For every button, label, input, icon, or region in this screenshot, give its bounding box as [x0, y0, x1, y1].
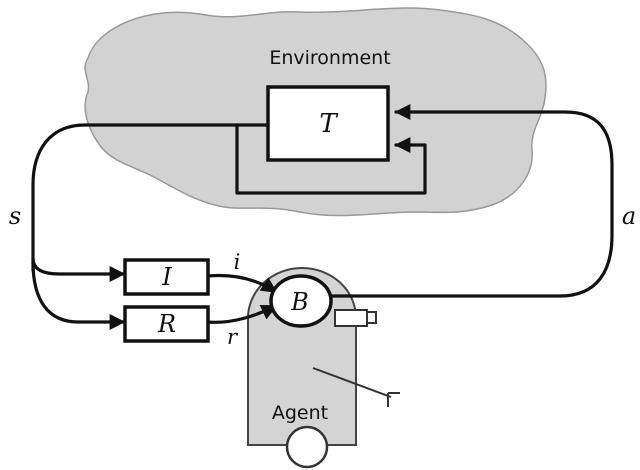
antenna-icon	[312, 367, 400, 407]
action-label: a	[622, 202, 636, 230]
agent-label: Agent	[272, 402, 328, 424]
state-wire	[31, 123, 270, 272]
reward-box	[123, 305, 210, 343]
reward-label: R	[157, 310, 176, 338]
belief-label: B	[290, 288, 309, 316]
observation-arrow	[206, 273, 278, 294]
observation-label: i	[234, 250, 241, 274]
state-to-interpreter-arrow	[31, 256, 126, 282]
transition-label: T	[319, 109, 338, 139]
belief-node	[269, 274, 333, 328]
state-label: s	[9, 202, 21, 230]
action-wire	[326, 104, 614, 298]
transition-box	[266, 85, 390, 162]
reward-signal-arrow	[206, 304, 278, 324]
camera-icon	[334, 309, 377, 327]
interpreter-label: I	[161, 263, 172, 291]
environment-label: Environment	[269, 47, 390, 69]
wheel-icon	[285, 425, 329, 469]
reward-signal-label: r	[227, 325, 239, 349]
interpreter-box	[123, 258, 210, 296]
state-to-reward-arrow	[31, 260, 126, 330]
transition-feedback-loop	[235, 123, 427, 195]
